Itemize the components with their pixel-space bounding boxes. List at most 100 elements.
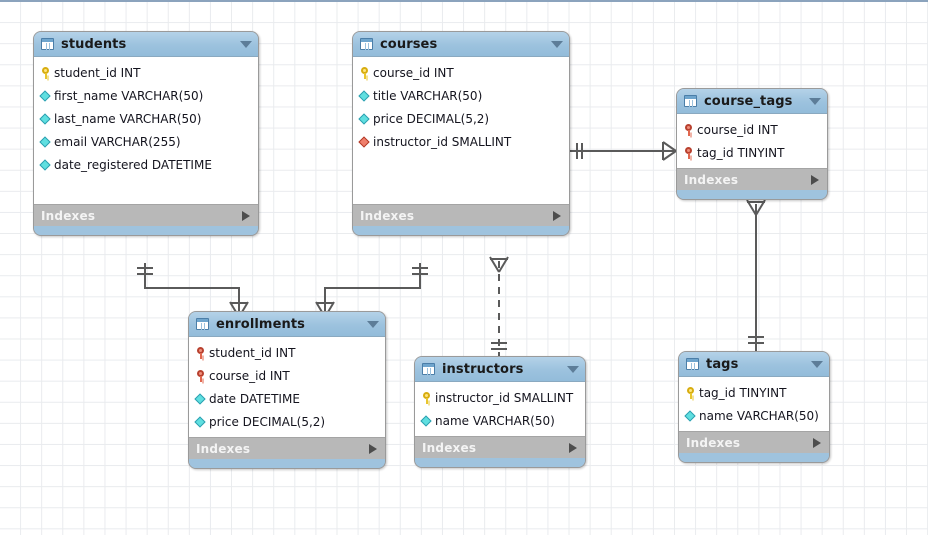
table-column-row[interactable]: student_id INT — [34, 61, 258, 84]
collapse-caret-icon[interactable] — [811, 360, 823, 368]
expand-arrow-icon[interactable] — [811, 174, 819, 185]
expand-arrow-icon[interactable] — [553, 210, 561, 221]
table-column-row[interactable]: instructor_id SMALLINT — [415, 386, 585, 409]
table-column-row[interactable]: course_id INT — [353, 61, 569, 84]
relationship-students-enrollments[interactable] — [126, 255, 271, 325]
table-body-spacer — [353, 153, 569, 200]
table-node-instructors[interactable]: instructors instructor_id SMALLINT name VA… — [414, 356, 586, 468]
table-column-row[interactable]: name VARCHAR(50) — [415, 409, 585, 432]
table-icon — [686, 358, 699, 370]
expand-arrow-icon[interactable] — [369, 443, 377, 454]
table-column-row[interactable]: course_id INT — [189, 364, 385, 387]
indexes-bar-courses[interactable]: Indexes — [353, 204, 569, 226]
pk-key-yellow-icon — [685, 386, 696, 400]
column-label: title VARCHAR(50) — [373, 88, 483, 103]
table-column-row[interactable]: tag_id TINYINT — [677, 141, 827, 164]
pk-key-yellow-icon — [359, 66, 370, 80]
column-diamond-cyan-icon — [685, 409, 696, 423]
table-column-row[interactable]: name VARCHAR(50) — [679, 404, 829, 427]
table-node-courses[interactable]: courses course_id INT title VARCHAR(50) pri… — [352, 31, 570, 236]
column-label: last_name VARCHAR(50) — [54, 111, 202, 126]
table-header-tags[interactable]: tags — [679, 352, 829, 377]
indexes-label: Indexes — [686, 435, 741, 450]
indexes-bar-enrollments[interactable]: Indexes — [189, 437, 385, 459]
table-header-instructors[interactable]: instructors — [415, 357, 585, 382]
collapse-caret-icon[interactable] — [367, 320, 379, 328]
table-header-course_tags[interactable]: course_tags — [677, 89, 827, 114]
indexes-bar-instructors[interactable]: Indexes — [415, 436, 585, 458]
indexes-bar-course_tags[interactable]: Indexes — [677, 168, 827, 190]
table-column-row[interactable]: course_id INT — [677, 118, 827, 141]
relationship-courses-instructors[interactable] — [479, 255, 519, 361]
table-columns-tags: tag_id TINYINT name VARCHAR(50) — [679, 377, 829, 431]
column-label: price DECIMAL(5,2) — [209, 414, 326, 429]
indexes-label: Indexes — [360, 208, 415, 223]
table-column-row[interactable]: tag_id TINYINT — [679, 381, 829, 404]
table-footer — [353, 226, 569, 235]
collapse-caret-icon[interactable] — [551, 40, 563, 48]
fk-diamond-red-icon — [359, 135, 370, 149]
table-columns-courses: course_id INT title VARCHAR(50) price DECI… — [353, 57, 569, 204]
table-footer — [34, 226, 258, 235]
collapse-caret-icon[interactable] — [809, 97, 821, 105]
table-title: instructors — [442, 361, 524, 377]
table-column-row[interactable]: date_registered DATETIME — [34, 153, 258, 176]
column-label: price DECIMAL(5,2) — [373, 111, 490, 126]
column-label: tag_id TINYINT — [697, 145, 785, 160]
collapse-caret-icon[interactable] — [240, 40, 252, 48]
table-footer — [189, 459, 385, 468]
table-header-students[interactable]: students — [34, 32, 258, 57]
indexes-label: Indexes — [41, 208, 96, 223]
collapse-caret-icon[interactable] — [567, 365, 579, 373]
column-diamond-cyan-icon — [359, 112, 370, 126]
table-column-row[interactable]: student_id INT — [189, 341, 385, 364]
table-footer — [679, 453, 829, 462]
indexes-bar-tags[interactable]: Indexes — [679, 431, 829, 453]
table-icon — [684, 95, 697, 107]
table-title: courses — [380, 36, 438, 52]
table-column-row[interactable]: date DATETIME — [189, 387, 385, 410]
table-title: enrollments — [216, 316, 305, 332]
table-column-row[interactable]: title VARCHAR(50) — [353, 84, 569, 107]
column-label: name VARCHAR(50) — [435, 413, 555, 428]
table-title: tags — [706, 356, 739, 372]
relationship-course_tags-tags[interactable] — [736, 198, 776, 354]
table-columns-students: student_id INT first_name VARCHAR(50) last… — [34, 57, 258, 204]
table-column-row[interactable]: last_name VARCHAR(50) — [34, 107, 258, 130]
column-diamond-cyan-icon — [421, 414, 432, 428]
table-columns-course_tags: course_id INT tag_id TINYINT — [677, 114, 827, 168]
table-node-tags[interactable]: tags tag_id TINYINT name VARCHAR(50) Indexe… — [678, 351, 830, 463]
indexes-bar-students[interactable]: Indexes — [34, 204, 258, 226]
table-title: course_tags — [704, 93, 793, 109]
column-diamond-cyan-icon — [40, 89, 51, 103]
table-header-enrollments[interactable]: enrollments — [189, 312, 385, 337]
table-column-row[interactable]: first_name VARCHAR(50) — [34, 84, 258, 107]
table-column-row[interactable]: instructor_id SMALLINT — [353, 130, 569, 153]
table-column-row[interactable]: price DECIMAL(5,2) — [189, 410, 385, 433]
table-header-courses[interactable]: courses — [353, 32, 569, 57]
table-node-course_tags[interactable]: course_tags course_id INT tag_id TINYINT In… — [676, 88, 828, 200]
pk-fk-key-red-icon — [683, 123, 694, 137]
column-label: name VARCHAR(50) — [699, 408, 819, 423]
pk-key-yellow-icon — [421, 391, 432, 405]
table-icon — [41, 38, 54, 50]
expand-arrow-icon[interactable] — [242, 210, 250, 221]
relationship-courses-course_tags[interactable] — [568, 130, 680, 172]
table-column-row[interactable]: email VARCHAR(255) — [34, 130, 258, 153]
expand-arrow-icon[interactable] — [569, 442, 577, 453]
column-label: student_id INT — [54, 65, 141, 80]
table-columns-instructors: instructor_id SMALLINT name VARCHAR(50) — [415, 382, 585, 436]
expand-arrow-icon[interactable] — [813, 437, 821, 448]
indexes-label: Indexes — [684, 172, 739, 187]
pk-fk-key-red-icon — [683, 146, 694, 160]
table-column-row[interactable]: price DECIMAL(5,2) — [353, 107, 569, 130]
indexes-label: Indexes — [422, 440, 477, 455]
table-icon — [196, 318, 209, 330]
pk-fk-key-red-icon — [195, 369, 206, 383]
column-diamond-cyan-icon — [359, 89, 370, 103]
column-diamond-cyan-icon — [40, 135, 51, 149]
table-node-students[interactable]: students student_id INT first_name VARCHAR… — [33, 31, 259, 236]
